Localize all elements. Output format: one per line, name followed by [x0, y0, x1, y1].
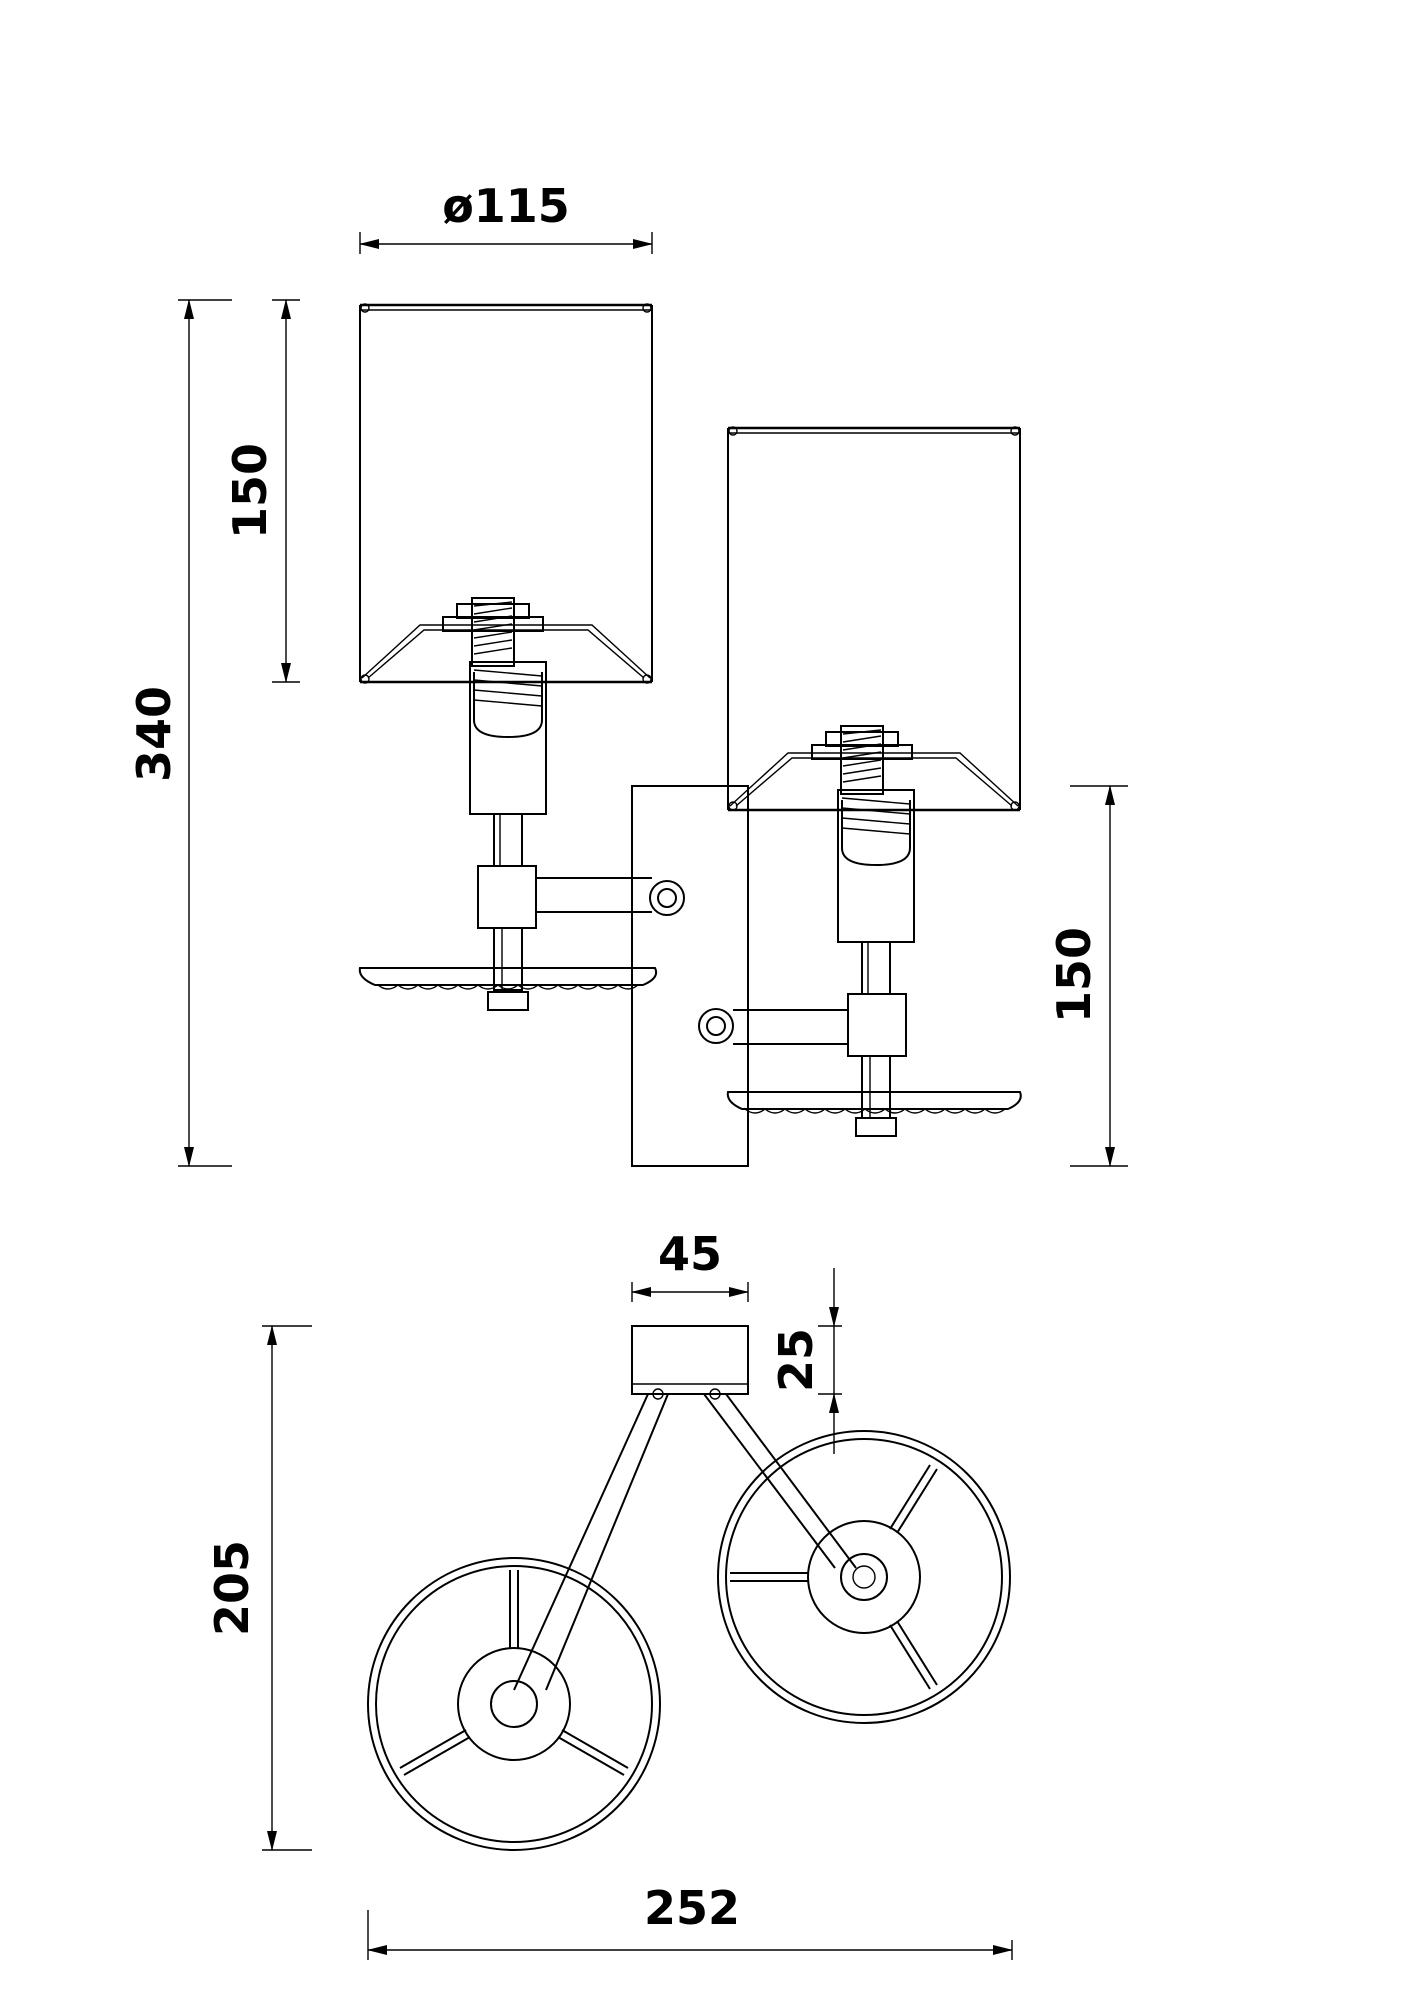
right-shade-top — [717, 1430, 1011, 1724]
top-view-arms — [513, 1388, 857, 1691]
top-view: 45 25 205 252 — [205, 1227, 1013, 1960]
dim-plate-width: 45 — [631, 1227, 749, 1302]
wall-back-plate — [631, 785, 749, 1167]
right-arm — [698, 993, 1022, 1137]
dim-label-shade-diameter: ø115 — [442, 179, 570, 233]
dim-right-height: 150 — [1047, 785, 1128, 1167]
right-socket — [811, 725, 915, 995]
dim-label-projection: 205 — [205, 1540, 259, 1636]
dim-overall-height: 340 — [127, 299, 232, 1167]
dim-shade-diameter: ø115 — [359, 179, 653, 254]
mounting-block — [631, 1325, 749, 1395]
dim-projection: 205 — [205, 1325, 312, 1851]
left-socket — [442, 597, 547, 867]
dim-plate-depth: 25 — [769, 1268, 842, 1454]
dim-label-plate-width: 45 — [658, 1227, 722, 1281]
left-shade-top — [367, 1557, 661, 1851]
dim-label-overall-height: 340 — [127, 686, 181, 782]
dim-label-left-shade-height: 150 — [223, 443, 277, 539]
front-view: ø115 340 150 150 — [127, 179, 1128, 1167]
left-arm — [358, 865, 685, 1011]
dim-overall-width: 252 — [367, 1881, 1013, 1960]
dim-label-overall-width: 252 — [644, 1881, 740, 1935]
left-lamp-shade — [359, 303, 653, 684]
dim-left-shade-height: 150 — [223, 299, 300, 683]
dim-label-right-height: 150 — [1047, 927, 1101, 1023]
dim-label-plate-depth: 25 — [769, 1328, 823, 1392]
